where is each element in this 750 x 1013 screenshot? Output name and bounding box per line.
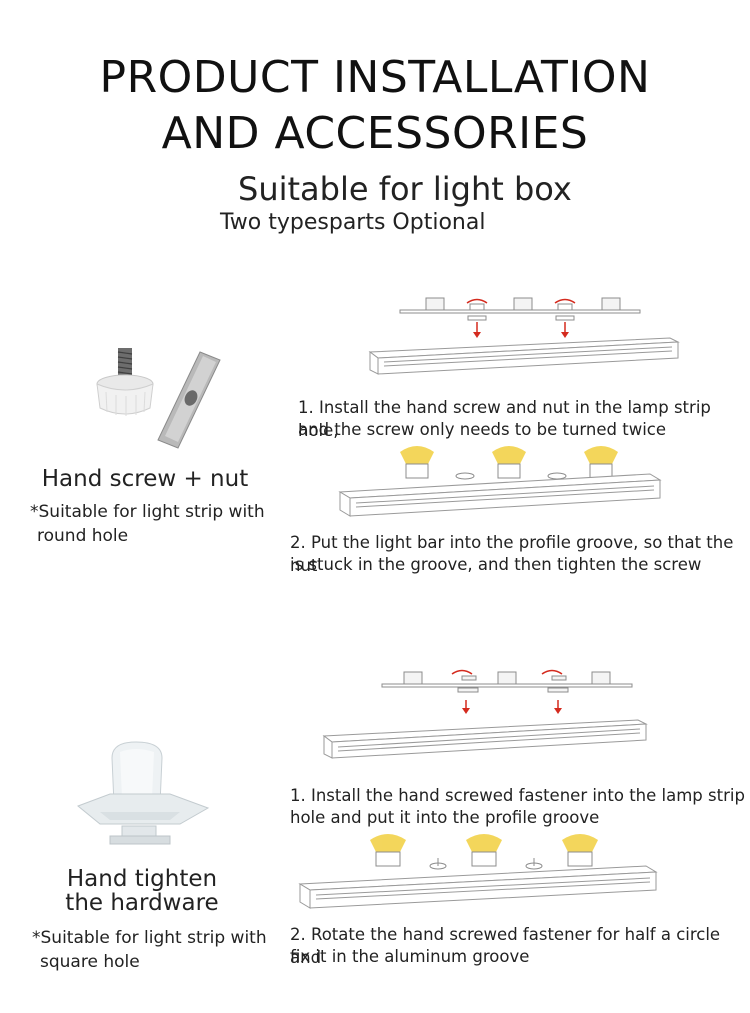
down-arrow-icon — [462, 708, 470, 714]
led-chip — [591, 671, 611, 685]
note-line1: *Suitable for light strip with — [32, 928, 267, 948]
led-chip — [471, 851, 497, 867]
led-chip — [403, 671, 423, 685]
screw-knob-body — [96, 383, 154, 415]
fastener — [551, 675, 567, 681]
rotate-arrow — [451, 669, 473, 675]
page-subtitle-secondary: Two typesparts Optional — [220, 210, 486, 235]
profile-body — [331, 723, 647, 759]
install-diagram-step1 — [368, 297, 680, 375]
rotate-arrow — [554, 298, 576, 304]
led-glow — [370, 834, 406, 854]
led-glow — [562, 834, 598, 854]
page-title-line2: AND ACCESSORIES — [161, 108, 589, 159]
rotate-arrow — [541, 669, 563, 675]
hand-screw-nut-image — [96, 348, 221, 449]
led-chip — [513, 297, 533, 311]
led-chip — [601, 297, 621, 311]
led-chip — [567, 851, 593, 867]
nut — [467, 315, 487, 321]
hand-screw — [455, 472, 475, 480]
nut — [555, 315, 575, 321]
step2-text-line2: is stuck in the groove, and then tighten… — [290, 555, 702, 574]
step2-text-line1: 2. Put the light bar into the profile gr… — [290, 533, 734, 575]
nut-hole — [184, 390, 198, 406]
step4-text-line1: 2. Rotate the hand screwed fastener for … — [290, 925, 721, 967]
product-label-hand-tighten-line1: Hand tighten — [66, 866, 218, 892]
product-label-hand-screw: Hand screw + nut — [41, 466, 249, 492]
install-diagram-step4 — [298, 834, 658, 909]
led-glow — [400, 446, 434, 466]
product-label-hand-tighten-line2: the hardware — [65, 890, 219, 916]
down-arrow-icon — [473, 332, 481, 338]
page-title-line1: PRODUCT INSTALLATION — [99, 52, 651, 103]
down-arrow-icon — [554, 708, 562, 714]
led-chip — [425, 297, 445, 311]
led-glow — [492, 446, 526, 466]
led-glow — [584, 446, 618, 466]
fastener — [461, 675, 477, 681]
install-diagram-step3 — [322, 669, 648, 759]
hand-screw — [547, 472, 567, 480]
step1-text-line1: 1. Install the hand screw and nut in the… — [298, 398, 711, 440]
led-glow — [466, 834, 502, 854]
note-line2: round hole — [37, 526, 129, 546]
install-diagram-step2 — [338, 446, 662, 517]
step4-text-line2: fix it in the aluminum groove — [290, 947, 530, 966]
hand-screw — [469, 303, 485, 311]
led-chip — [497, 463, 521, 479]
led-chip — [375, 851, 401, 867]
hand-tighten-fastener-image — [77, 741, 210, 845]
rotate-arrow — [466, 298, 488, 304]
hand-screw — [557, 303, 573, 311]
step3-text-line2: hole and put it into the profile groove — [290, 808, 600, 827]
page-subtitle: Suitable for light box — [238, 170, 572, 208]
note-line1: *Suitable for light strip with — [30, 502, 265, 522]
step1-text-line2: and the screw only needs to be turned tw… — [298, 420, 667, 439]
note-line2: square hole — [40, 952, 140, 972]
fastener-foot — [121, 825, 157, 837]
step3-text-line1: 1. Install the hand screwed fastener int… — [290, 786, 745, 805]
down-arrow-icon — [561, 332, 569, 338]
led-chip — [405, 463, 429, 479]
led-chip — [497, 671, 517, 685]
